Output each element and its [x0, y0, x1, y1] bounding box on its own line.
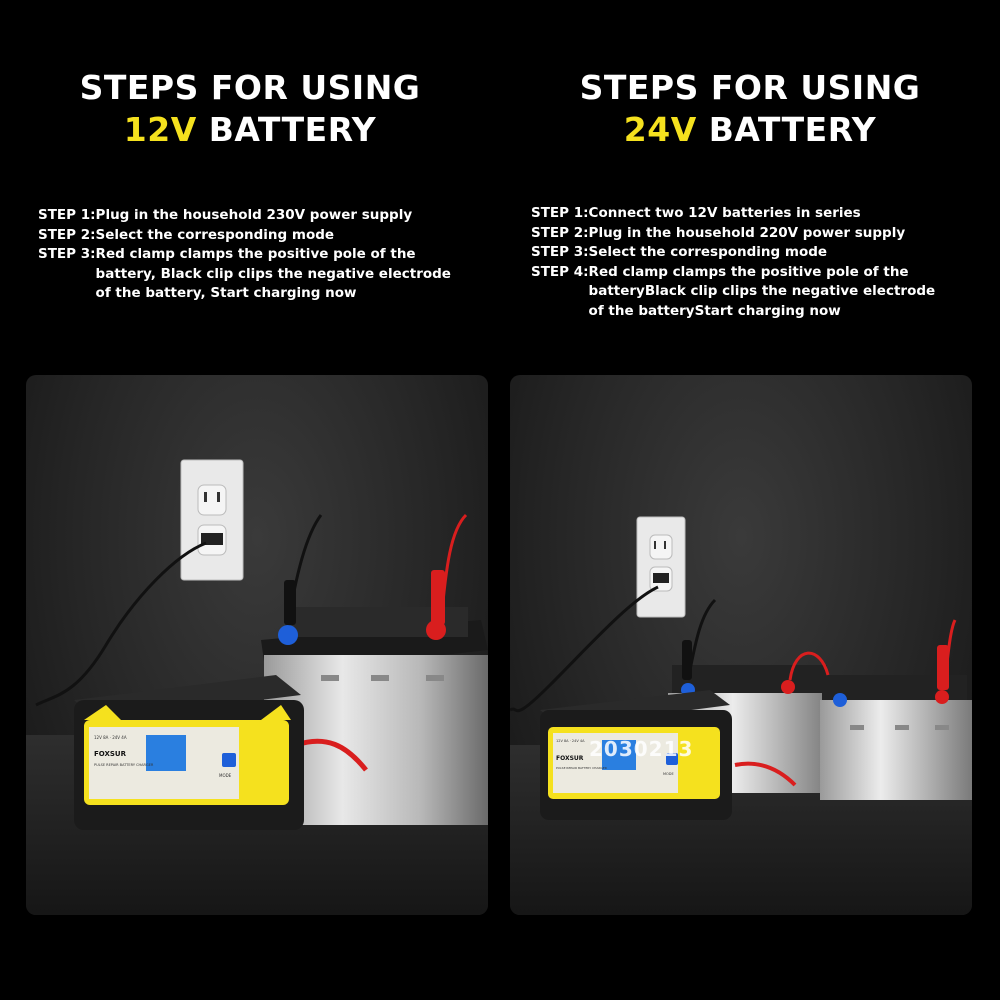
- heading-line1: STEPS FOR USING: [579, 68, 921, 107]
- output-cable: [734, 761, 797, 787]
- device-subtitle: PULSE REPAIR BATTERY CHARGER: [556, 766, 607, 770]
- mode-button-icon: [666, 753, 678, 765]
- wall-outlet-icon: [180, 459, 244, 581]
- step-label: STEP 4:: [531, 263, 589, 280]
- heading-rest: BATTERY: [208, 110, 377, 149]
- step-item: STEP 3:Select the corresponding mode: [531, 243, 935, 263]
- charger-device: [540, 690, 732, 820]
- red-clamp-icon: [431, 570, 445, 625]
- device-spec: 12V 8A · 24V 4A: [556, 739, 585, 743]
- step-text: Plug in the household 230V power supply: [95, 207, 413, 223]
- power-cord: [35, 541, 207, 707]
- step-item: STEP 4:Red clamp clamps the positive pol…: [531, 263, 935, 322]
- wall-outlet-icon: [636, 516, 686, 618]
- step-label: STEP 3:: [531, 244, 589, 260]
- illustration-panel-12v: FOXSUR PULSE REPAIR BATTERY CHARGER 12V …: [26, 375, 488, 915]
- step-item: STEP 2:Plug in the household 220V power …: [531, 224, 935, 244]
- heading-line2: 24V BATTERY: [500, 109, 1000, 151]
- device-mode-label: MODE: [663, 772, 674, 776]
- device-brand: FOXSUR: [94, 750, 127, 758]
- heading-24v: STEPS FOR USING 24V BATTERY: [500, 67, 1000, 151]
- heading-12v: STEPS FOR USING 12V BATTERY: [0, 67, 500, 151]
- heading-line2: 12V BATTERY: [0, 109, 500, 151]
- black-clamp-icon: [682, 640, 692, 680]
- device-mode-label: MODE: [219, 773, 232, 778]
- step-label: STEP 1:: [38, 207, 96, 223]
- battery-2-icon: [820, 675, 972, 800]
- black-clamp-icon: [284, 580, 296, 625]
- step-text: Plug in the household 220V power supply: [588, 224, 906, 241]
- output-cable: [295, 738, 368, 772]
- step-text: Red clamp clamps the positive pole of th…: [588, 263, 936, 319]
- charger-device: [74, 675, 304, 830]
- step-label: STEP 3:: [38, 246, 96, 262]
- step-item: STEP 3:Red clamp clamps the positive pol…: [38, 245, 451, 304]
- charger-setup-illustration: FOXSUR PULSE REPAIR BATTERY CHARGER 12V …: [26, 459, 488, 915]
- device-spec: 12V 8A · 24V 4A: [94, 735, 127, 740]
- mode-button-icon: [222, 753, 236, 767]
- step-text: Select the corresponding mode: [95, 226, 335, 243]
- step-item: STEP 2:Select the corresponding mode: [38, 226, 451, 246]
- heading-line1: STEPS FOR USING: [79, 68, 421, 107]
- device-brand: FOXSUR: [556, 755, 584, 762]
- right-column-24v: STEPS FOR USING 24V BATTERY STEP 1:Conne…: [500, 0, 1000, 1000]
- left-column-12v: STEPS FOR USING 12V BATTERY STEP 1:Plug …: [0, 67, 500, 915]
- heading-rest: BATTERY: [708, 110, 877, 149]
- heading-voltage: 24V: [623, 110, 697, 149]
- step-label: STEP 2:: [38, 226, 96, 243]
- illustration-panel-24v: FOXSUR PULSE REPAIR BATTERY CHARGER 12V …: [510, 375, 972, 915]
- step-text: Connect two 12V batteries in series: [588, 205, 861, 221]
- red-clamp-icon: [937, 645, 949, 690]
- step-item: STEP 1:Plug in the household 230V power …: [38, 206, 451, 226]
- step-label: STEP 1:: [531, 205, 589, 221]
- series-link-cable: [788, 651, 830, 681]
- step-text: Select the corresponding mode: [588, 244, 828, 260]
- watermark-text: 2030213: [589, 737, 694, 761]
- steps-list-12v: STEP 1:Plug in the household 230V power …: [38, 206, 451, 304]
- step-label: STEP 2:: [531, 224, 589, 241]
- power-cord: [510, 585, 659, 713]
- battery-1-icon: [668, 665, 830, 793]
- step-item: STEP 1:Connect two 12V batteries in seri…: [531, 204, 935, 224]
- charger-setup-illustration: FOXSUR PULSE REPAIR BATTERY CHARGER 12V …: [510, 516, 972, 915]
- lcd-screen: [146, 735, 186, 771]
- lcd-screen: [602, 740, 636, 770]
- steps-list-24v: STEP 1:Connect two 12V batteries in seri…: [531, 204, 935, 321]
- heading-voltage: 12V: [123, 110, 197, 149]
- step-text: Red clamp clamps the positive pole of th…: [95, 246, 451, 301]
- device-subtitle: PULSE REPAIR BATTERY CHARGER: [94, 763, 154, 767]
